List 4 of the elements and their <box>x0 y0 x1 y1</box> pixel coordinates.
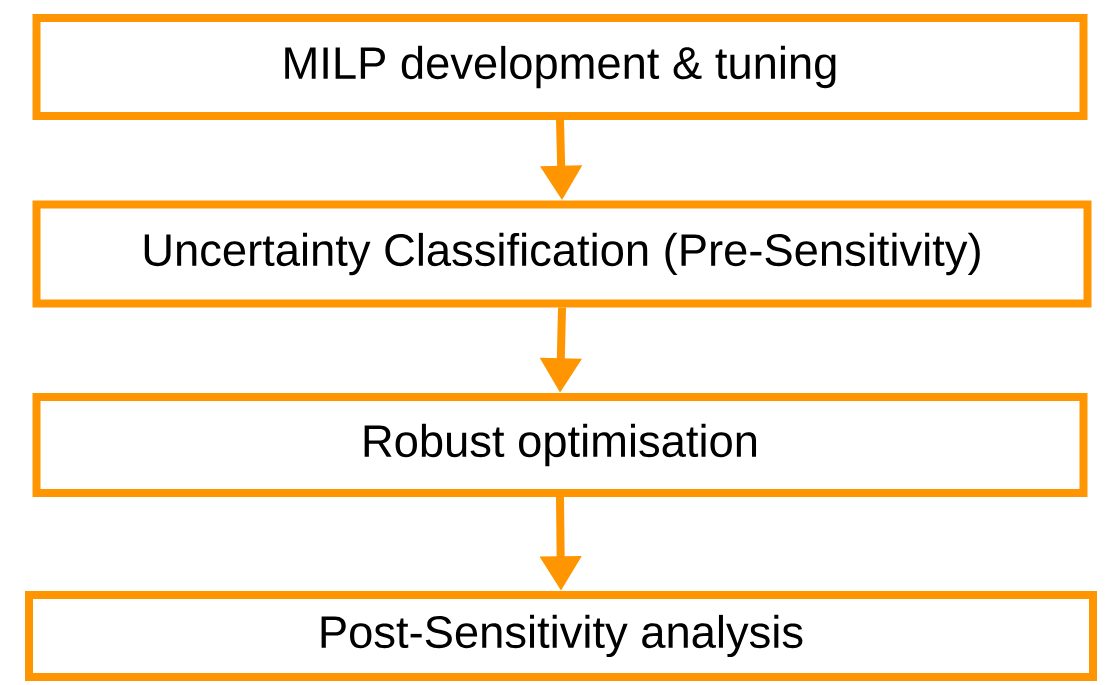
process-box: Post-Sensitivity analysis <box>25 591 1097 681</box>
process-box: Uncertainty Classification (Pre-Sensitivity) <box>32 200 1092 308</box>
process-box: MILP development & tuning <box>32 14 1088 120</box>
process-box: Robust optimisation <box>32 393 1088 497</box>
